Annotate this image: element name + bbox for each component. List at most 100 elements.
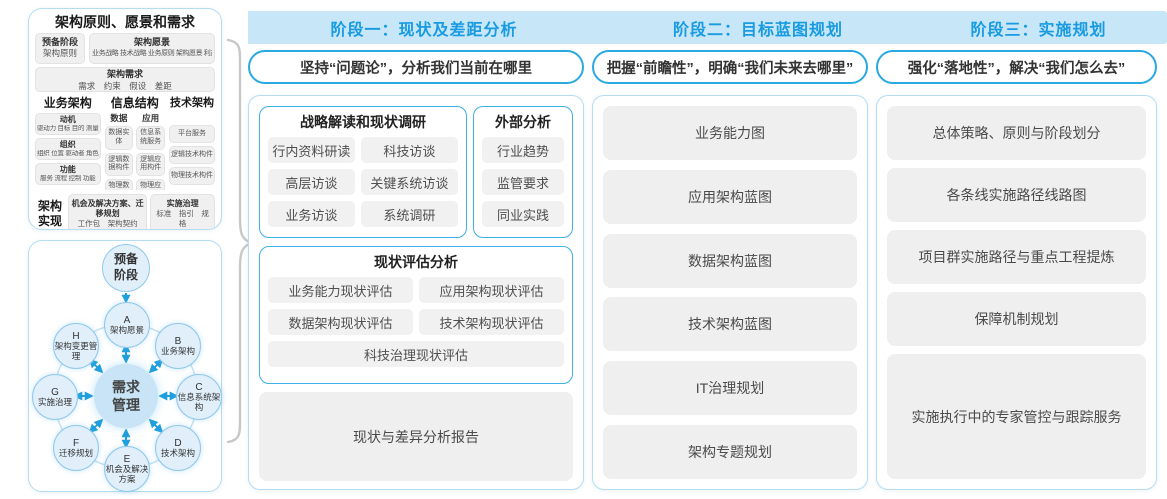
motivation-chip: 动机 驱动力 目标 目的 测量 (35, 113, 101, 136)
adm-node-c: C 信息系统架构 (176, 374, 222, 420)
adm-node-a: A 架构愿景 (104, 302, 150, 348)
survey-item: 科技访谈 (360, 137, 458, 163)
physical-app-chip: 物理应用构件 (136, 179, 165, 190)
platform-service-chip: 平台服务 (169, 125, 215, 143)
external-item: 同业实践 (482, 201, 564, 227)
phase1-content-panel: 战略解读和现状调研 行内资料研读 科技访谈 高层访谈 关键系统访谈 业务访谈 系… (248, 95, 584, 490)
prep-phase-label: 预备阶段 (41, 37, 78, 47)
requirements-items: 需求 约束 假设 差距 (78, 80, 172, 91)
phase3-item: 项目群实施路径与重点工程提炼 (887, 230, 1146, 284)
external-items: 行业趋势 监管要求 同业实践 (482, 137, 564, 227)
phase3-item: 保障机制规划 (887, 292, 1146, 346)
external-analysis-panel: 外部分析 行业趋势 监管要求 同业实践 (473, 106, 573, 238)
logical-app-chip: 逻辑应用构件 (136, 152, 165, 176)
phase2-item: 业务能力图 (603, 106, 857, 160)
business-architecture-column: 业务架构 动机 驱动力 目标 目的 测量 组织 组织 位置 驱动者 角色 功能 … (35, 96, 101, 190)
technology-architecture-title: 技术架构 (170, 97, 214, 109)
function-chip: 功能 服务 流程 控制 功能 (35, 163, 101, 186)
assessment-title: 现状评估分析 (374, 254, 458, 270)
phase3-item: 总体策略、原则与阶段划分 (887, 106, 1146, 160)
framework-row-vision: 预备阶段 架构原则 架构愿景 业务战略 技术战略 业务原则 架构愿景 利益相关者 (35, 33, 215, 64)
physical-tech-chip: 物理技术构件 (169, 167, 215, 185)
application-title: 应用 (142, 113, 160, 123)
phase2-item: 应用架构蓝图 (603, 169, 857, 224)
architecture-framework-panel: 架构原则、愿景和需求 预备阶段 架构原则 架构愿景 业务战略 技术战略 业务原则… (28, 8, 222, 230)
phase1-header-band: 阶段一：现状及差距分析 (248, 11, 616, 44)
phase2-item: IT治理规划 (603, 361, 857, 416)
opportunities-migration-box: 机会及解决方案、迁移规划 工作包 架构契约 (68, 194, 148, 229)
requirements-title: 架构需求 (106, 69, 143, 79)
organization-chip: 组织 组织 位置 驱动者 角色 (35, 138, 101, 161)
information-structure-column: 信息结构 数据 数据实体 逻辑数据构件 物理数据构件 应用 信息系统服务 逻辑应… (104, 96, 165, 190)
info-system-service-chip: 信息系统服务 (136, 126, 165, 150)
external-item: 监管要求 (482, 169, 564, 195)
data-subcolumn: 数据 数据实体 逻辑数据构件 物理数据构件 (104, 113, 134, 190)
framework-title: 架构原则、愿景和需求 (55, 14, 195, 30)
phase2-item: 技术架构蓝图 (603, 297, 857, 352)
architecture-requirements-box: 架构需求 需求 约束 假设 差距 (35, 67, 215, 92)
adm-cycle-diagram: 预备阶段 需求管理 A 架构愿景 B 业务架构 C 信息系统架构 D 技术架构 … (29, 241, 222, 492)
assessment-panel: 现状评估分析 业务能力现状评估 应用架构现状评估 数据架构现状评估 技术架构现状… (259, 246, 573, 384)
implementation-governance-box: 实施治理 标准 指引 规格 (150, 194, 215, 229)
phase1-header: 阶段一：现状及差距分析 (330, 21, 518, 39)
survey-title: 战略解读和现状调研 (300, 114, 426, 130)
phase3-item: 各条线实施路径线路图 (887, 168, 1146, 222)
phase2-header-band: 阶段二：目标蓝图规划 (596, 11, 904, 44)
phase1-tagline-box: 坚持“问题论”，分析我们当前在哪里 (248, 50, 584, 84)
phase3-content-panel: 总体策略、原则与阶段划分 各条线实施路径线路图 项目群实施路径与重点工程提炼 保… (876, 95, 1157, 490)
survey-item: 业务访谈 (268, 201, 355, 227)
information-subcolumns: 数据 数据实体 逻辑数据构件 物理数据构件 应用 信息系统服务 逻辑应用构件 物… (104, 113, 165, 190)
prep-phase-box: 预备阶段 架构原则 (35, 33, 85, 64)
adm-node-f: F 迁移规划 (53, 425, 99, 471)
architecture-realization-label: 架构实现 (37, 199, 62, 228)
strategy-survey-panel: 战略解读和现状调研 行内资料研读 科技访谈 高层访谈 关键系统访谈 业务访谈 系… (259, 106, 467, 238)
phase2-item: 架构专题规划 (603, 424, 857, 479)
assessment-items-grid: 业务能力现状评估 应用架构现状评估 数据架构现状评估 技术架构现状评估 科技治理… (268, 277, 564, 367)
logical-data-chip: 逻辑数据构件 (104, 152, 134, 176)
survey-items-grid: 行内资料研读 科技访谈 高层访谈 关键系统访谈 业务访谈 系统调研 (268, 137, 458, 227)
survey-item: 高层访谈 (268, 169, 355, 195)
phase2-header: 阶段二：目标蓝图规划 (672, 21, 843, 39)
business-architecture-title: 业务架构 (43, 96, 92, 110)
technology-architecture-column: 技术架构 平台服务 逻辑技术构件 物理技术构件 (169, 96, 215, 190)
phase3-header-band: 阶段三：实施规划 (880, 11, 1167, 44)
external-item: 行业趋势 (482, 137, 564, 163)
phase3-tagline-box: 强化“落地性”，解决“我们怎么去” (876, 50, 1157, 84)
survey-item: 系统调研 (360, 201, 458, 227)
architecture-realization-row: 架构实现 机会及解决方案、迁移规划 工作包 架构契约 实施治理 标准 指引 规格 (35, 194, 215, 229)
application-subcolumn: 应用 信息系统服务 逻辑应用构件 物理应用构件 (136, 113, 165, 190)
technology-chips: 平台服务 逻辑技术构件 物理技术构件 (169, 125, 215, 185)
assessment-item-wide: 科技治理现状评估 (268, 341, 564, 367)
phase3-item-tall: 实施执行中的专家管控与跟踪服务 (887, 354, 1146, 479)
assessment-item: 数据架构现状评估 (268, 309, 413, 335)
adm-prep-circle: 预备阶段 (102, 244, 150, 292)
physical-data-chip: 物理数据构件 (104, 179, 134, 190)
adm-node-d: D 技术架构 (155, 425, 201, 471)
adm-center-circle: 需求管理 (94, 364, 158, 428)
architecture-principles-label: 架构原则 (42, 48, 77, 59)
architecture-vision-box: 架构愿景 业务战略 技术战略 业务原则 架构愿景 利益相关者 (89, 33, 215, 64)
survey-item: 行内资料研读 (268, 137, 355, 163)
adm-cycle-panel: 预备阶段 需求管理 A 架构愿景 B 业务架构 C 信息系统架构 D 技术架构 … (28, 240, 222, 492)
phase1-output-box: 现状与差异分析报告 (259, 392, 573, 481)
external-analysis-title: 外部分析 (495, 114, 551, 130)
logical-tech-chip: 逻辑技术构件 (169, 146, 215, 164)
phase1-top-row: 战略解读和现状调研 行内资料研读 科技访谈 高层访谈 关键系统访谈 业务访谈 系… (259, 106, 573, 238)
phase2-item: 数据架构蓝图 (603, 233, 857, 288)
data-title: 数据 (110, 113, 128, 123)
adm-node-g: G 实施治理 (32, 374, 78, 420)
vision-items: 业务战略 技术战略 业务原则 架构愿景 利益相关者 (92, 50, 212, 58)
phase3-header: 阶段三：实施规划 (970, 21, 1107, 39)
vision-title: 架构愿景 (133, 37, 170, 47)
information-structure-title: 信息结构 (110, 96, 159, 110)
center-double-arrows (73, 343, 179, 449)
survey-item: 关键系统访谈 (360, 169, 458, 195)
business-chips: 动机 驱动力 目标 目的 测量 组织 组织 位置 驱动者 角色 功能 服务 流程… (35, 113, 101, 186)
data-entity-chip: 数据实体 (104, 126, 134, 150)
phase2-deliverables: 业务能力图 应用架构蓝图 数据架构蓝图 技术架构蓝图 IT治理规划 架构专题规划 (603, 106, 857, 479)
framework-columns: 业务架构 动机 驱动力 目标 目的 测量 组织 组织 位置 驱动者 角色 功能 … (35, 96, 215, 190)
assessment-item: 技术架构现状评估 (419, 309, 564, 335)
phase2-content-panel: 业务能力图 应用架构蓝图 数据架构蓝图 技术架构蓝图 IT治理规划 架构专题规划 (592, 95, 868, 490)
assessment-item: 业务能力现状评估 (268, 277, 413, 303)
